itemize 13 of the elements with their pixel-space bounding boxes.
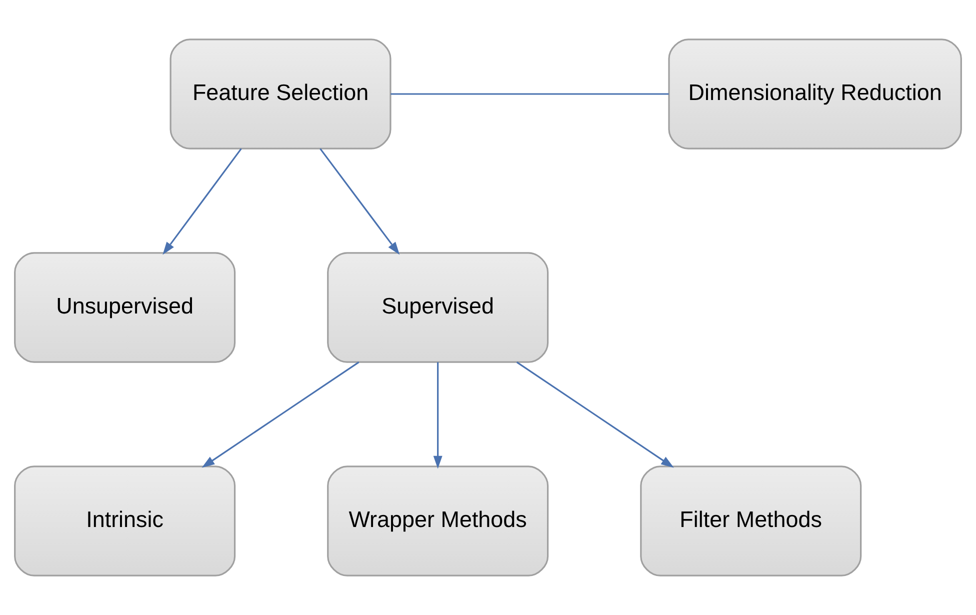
- node-box: Filter Methods: [640, 466, 862, 576]
- arrow: [433, 362, 442, 469]
- connector: [390, 93, 669, 95]
- arrow: [320, 148, 400, 255]
- node-box: Feature Selection: [170, 38, 392, 150]
- node-box: Wrapper Methods: [327, 466, 549, 576]
- node-box: Intrinsic: [14, 466, 236, 576]
- node-box: Unsupervised: [14, 252, 236, 363]
- node-box: Supervised: [327, 252, 549, 363]
- node-box: Dimensionality Reduction: [668, 38, 962, 150]
- arrow: [202, 362, 360, 468]
- arrow: [516, 362, 674, 468]
- arrow: [162, 148, 242, 255]
